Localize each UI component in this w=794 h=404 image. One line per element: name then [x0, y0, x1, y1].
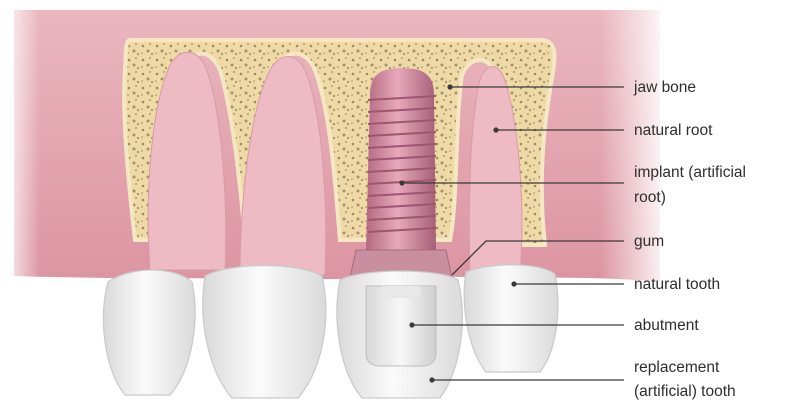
teeth-row	[103, 265, 557, 398]
label-natural-root: natural root	[634, 121, 712, 140]
label-natural-tooth: natural tooth	[634, 275, 720, 294]
label-implant-line1: implant (artificial	[634, 163, 746, 182]
label-implant-line2: root)	[634, 188, 666, 207]
label-abutment: abutment	[634, 316, 699, 335]
label-replacement-line1: replacement	[634, 358, 719, 377]
label-replacement-line2: (artificial) tooth	[634, 382, 736, 401]
label-gum: gum	[634, 232, 664, 251]
label-jaw-bone: jaw bone	[634, 78, 696, 97]
abutment-post	[366, 286, 436, 366]
